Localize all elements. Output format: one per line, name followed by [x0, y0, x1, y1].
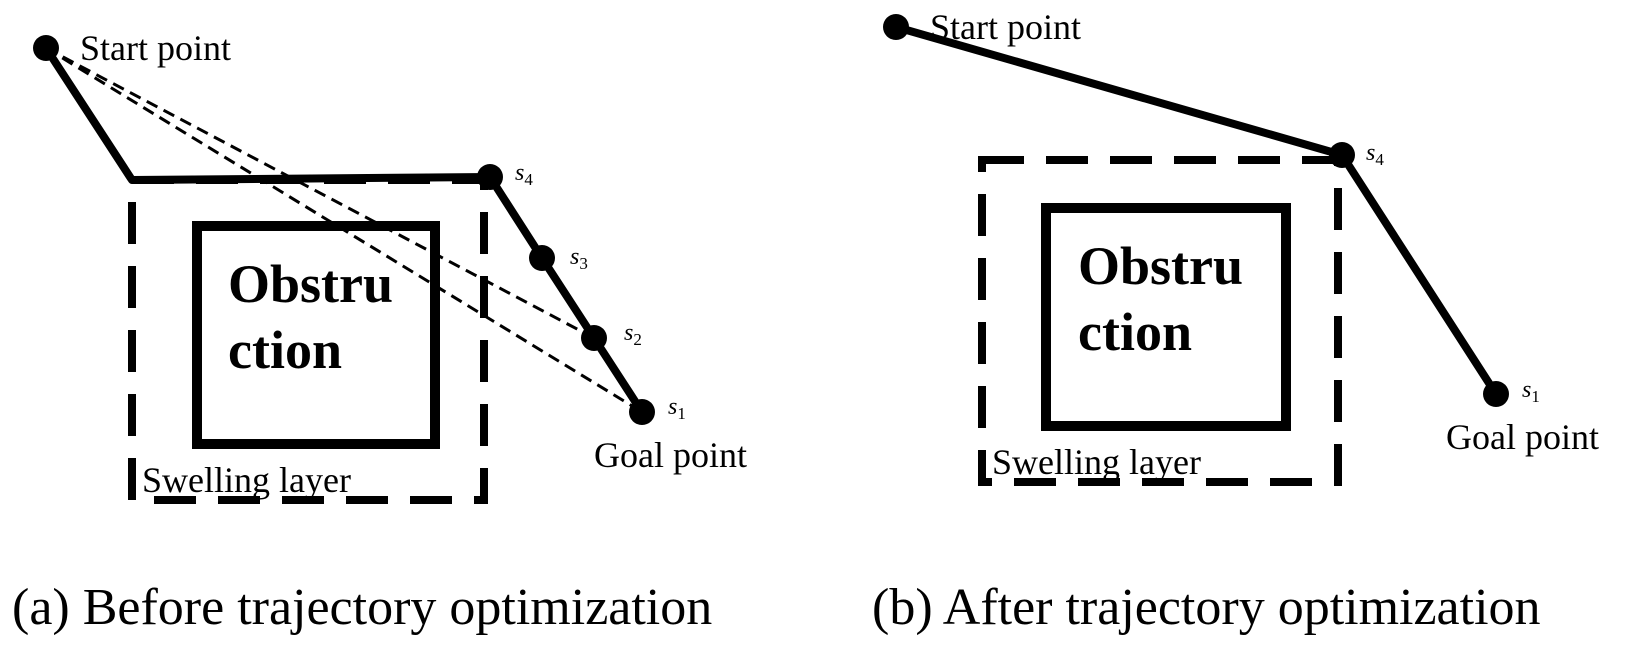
panel-a: Obstru ction Start point Goal point Swel…	[12, 28, 747, 636]
panel-a-start-label: Start point	[80, 28, 231, 68]
panel-a-node-s1	[629, 399, 655, 425]
panel-b-s1-label: s1	[1522, 377, 1540, 406]
panel-a-caption: (a) Before trajectory optimization	[12, 579, 712, 636]
panel-a-node-s2	[581, 325, 607, 351]
panel-b: Obstru ction Start point Goal point Swel…	[872, 7, 1599, 636]
panel-a-obstruction-line2: ction	[228, 320, 342, 380]
panel-b-obstruction-line2: ction	[1078, 302, 1192, 362]
panel-b-node-s4	[1329, 142, 1355, 168]
panel-a-original-path	[42, 44, 646, 416]
panel-b-start-node	[883, 14, 909, 40]
panel-a-start-node	[33, 35, 59, 61]
panel-a-swelling-label: Swelling layer	[142, 460, 351, 500]
panel-a-shortcut-to-s2	[45, 46, 595, 340]
panel-b-swelling-label: Swelling layer	[992, 442, 1201, 482]
panel-a-s1-label: s1	[668, 394, 686, 423]
panel-b-swelling-layer	[978, 156, 1342, 486]
panel-a-obstruction-line1: Obstru	[228, 254, 393, 314]
panel-b-caption: (b) After trajectory optimization	[872, 579, 1541, 636]
panel-a-shortcut-to-s1	[45, 46, 643, 414]
panel-a-node-s3	[529, 245, 555, 271]
panel-a-goal-label: Goal point	[594, 435, 747, 475]
panel-a-s4-label: s4	[515, 160, 533, 189]
panel-b-start-label: Start point	[930, 7, 1081, 47]
panel-a-obstruction-box	[192, 221, 440, 449]
panel-a-s2-label: s2	[624, 320, 642, 349]
panel-a-s3-label: s3	[570, 244, 588, 273]
panel-b-node-s1	[1483, 381, 1509, 407]
panel-b-obstruction-box	[1041, 203, 1291, 431]
panel-b-goal-label: Goal point	[1446, 417, 1599, 457]
panel-b-s4-label: s4	[1366, 140, 1384, 169]
panel-a-swelling-layer	[128, 176, 488, 504]
panel-b-obstruction-line1: Obstru	[1078, 236, 1243, 296]
panel-a-node-s4	[477, 164, 503, 190]
